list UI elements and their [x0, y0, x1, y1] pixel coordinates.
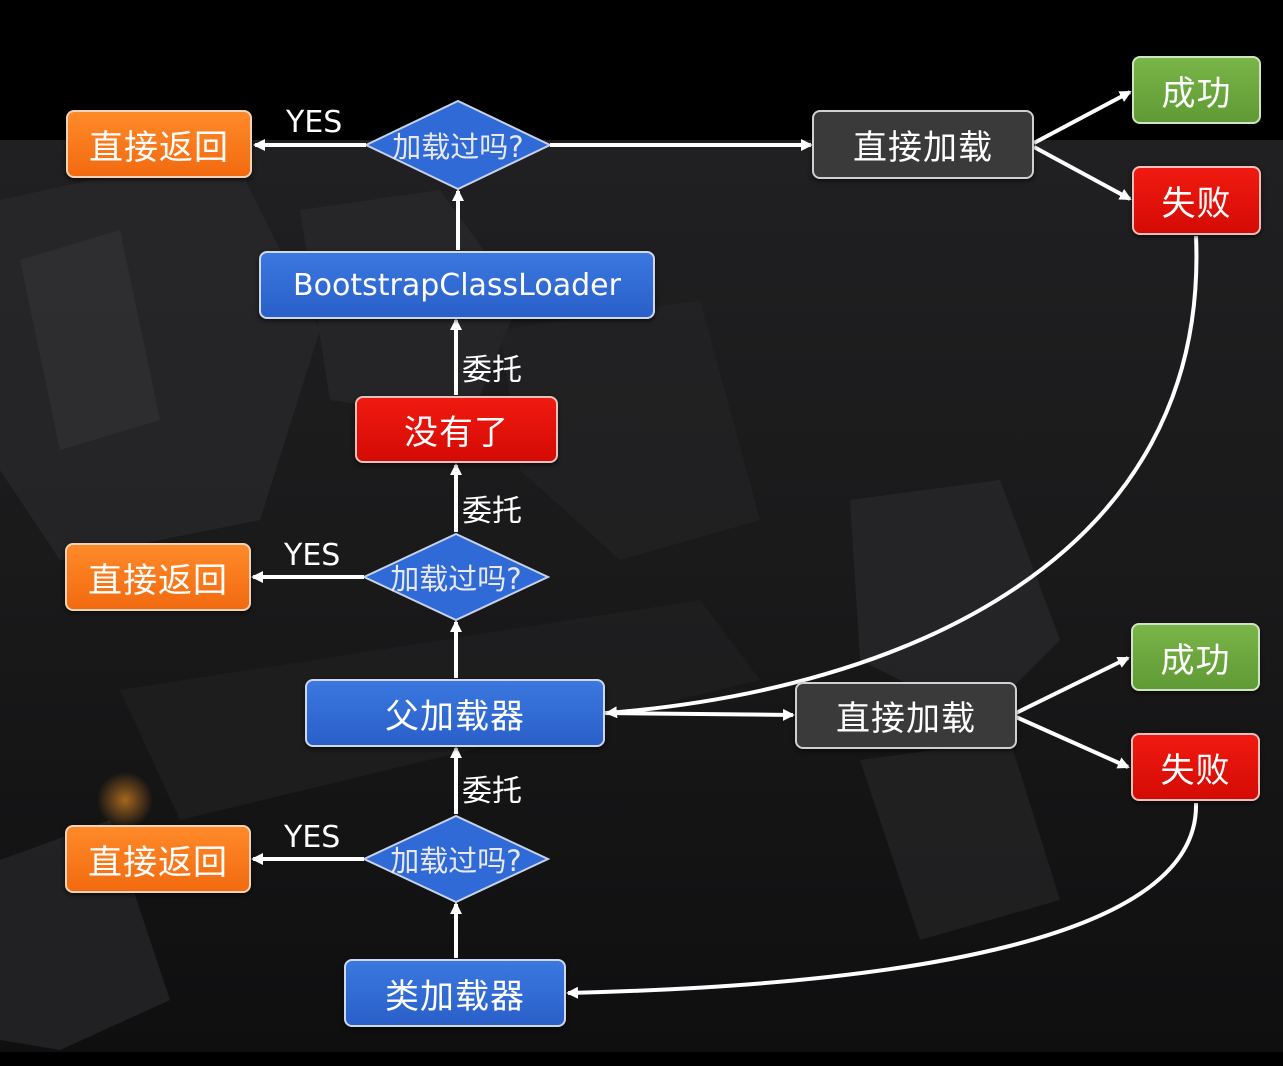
success-box-bottom: 成功 [1131, 623, 1260, 691]
arrow-fail-bottom-to-class [566, 802, 1199, 999]
none-left-box: 没有了 [355, 396, 558, 463]
arrow-fail-top-to-parent [605, 235, 1199, 719]
decision-diamond-bottom [361, 814, 551, 904]
decision-label-bottom: 加载过吗? [390, 844, 522, 878]
parent-loader-box: 父加载器 [305, 679, 605, 747]
success-label: 成功 [1161, 73, 1232, 114]
load-direct-box-top: 直接加载 [812, 110, 1034, 179]
yes-label-bottom: YES [284, 820, 341, 855]
fail-label: 失败 [1160, 750, 1231, 791]
load-direct-box-bottom: 直接加载 [795, 682, 1017, 749]
fail-label: 失败 [1161, 184, 1232, 224]
return-direct-box-middle: 直接返回 [65, 543, 251, 611]
success-label: 成功 [1160, 640, 1231, 681]
delegate-label-middle: 委托 [462, 494, 522, 529]
bootstrap-classloader-label: BootstrapClassLoader [293, 267, 621, 303]
success-box-top: 成功 [1132, 56, 1261, 124]
arrow-load-top-to-fail [1033, 145, 1132, 201]
yes-label-middle: YES [284, 538, 341, 573]
return-direct-label: 直接返回 [89, 127, 229, 168]
arrow-load-bottom-to-fail [1015, 715, 1130, 769]
decision-label-top: 加载过吗? [392, 130, 524, 164]
fail-box-bottom: 失败 [1131, 733, 1260, 801]
bootstrap-classloader-box: BootstrapClassLoader [259, 251, 655, 319]
arrow-load-bottom-to-success [1015, 656, 1130, 715]
class-loader-box: 类加载器 [344, 959, 566, 1027]
arrow-load-top-to-success [1033, 90, 1132, 145]
return-direct-label: 直接返回 [88, 842, 228, 883]
delegate-label-lower: 委托 [462, 774, 522, 809]
return-direct-box-bottom: 直接返回 [65, 825, 251, 893]
class-loader-label: 类加载器 [385, 976, 525, 1017]
none-left-label: 没有了 [404, 413, 509, 453]
load-direct-label: 直接加载 [836, 699, 976, 739]
arrow-parent-to-load [604, 708, 795, 721]
load-direct-label: 直接加载 [853, 128, 993, 168]
fail-box-top: 失败 [1132, 166, 1261, 235]
decision-label-middle: 加载过吗? [390, 562, 522, 596]
parent-loader-label: 父加载器 [385, 696, 525, 737]
yes-label-top: YES [286, 105, 343, 140]
return-direct-label: 直接返回 [88, 560, 228, 601]
return-direct-box-top: 直接返回 [66, 110, 252, 178]
delegate-label-upper: 委托 [462, 353, 522, 388]
decision-diamond-middle [361, 532, 551, 622]
